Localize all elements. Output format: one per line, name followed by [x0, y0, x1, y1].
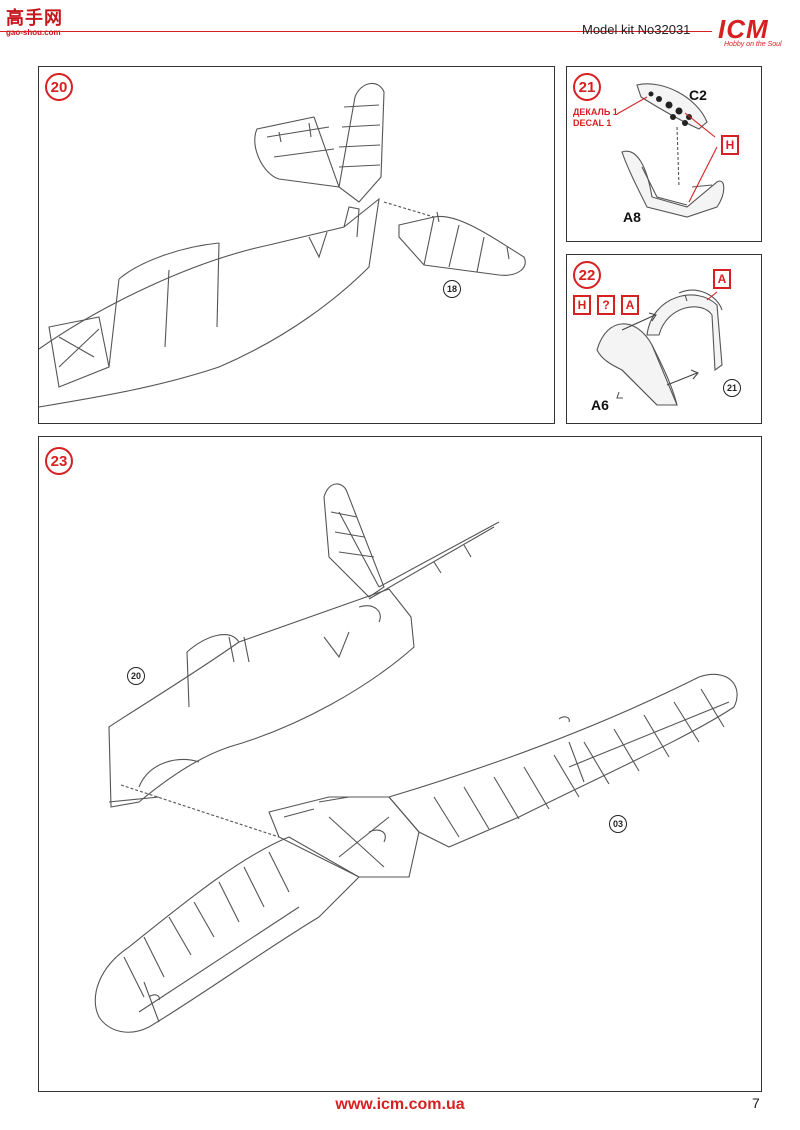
header-title: Model kit No32031	[582, 22, 691, 37]
header-rule	[0, 31, 712, 32]
step-20-drawing	[38, 83, 526, 408]
step-23-ref-20: 20	[127, 667, 145, 685]
step-22-tag-h: H	[573, 295, 591, 315]
step-23-drawing	[94, 483, 738, 1033]
step-22-ref-21: 21	[723, 379, 741, 397]
step-22-tag-question: ?	[597, 295, 615, 315]
step-23-number: 23	[45, 447, 73, 475]
page-number: 7	[752, 1095, 760, 1111]
step-20-ref-18: 18	[443, 280, 461, 298]
step-21-panel: 21 C2 ДЕКАЛЬ 1 DECAL 1 H A8	[566, 66, 762, 242]
step-22-panel: 22 A H ? A A6 21	[566, 254, 762, 424]
step-22-number: 22	[573, 261, 601, 289]
step-22-drawing	[596, 289, 723, 406]
step-21-decal-ru: ДЕКАЛЬ 1	[573, 107, 618, 117]
footer-url[interactable]: www.icm.com.ua	[335, 1096, 465, 1113]
step-20-panel: 20 18	[38, 66, 555, 424]
step-20-number: 20	[45, 73, 73, 101]
step-21-part-c2: C2	[689, 87, 707, 103]
watermark-logo: 高手网 gao-shou.com	[6, 4, 76, 37]
step-21-part-a8: A8	[623, 209, 641, 225]
step-23-panel: 23 20 03	[38, 436, 762, 1092]
step-23-ref-03: 03	[609, 815, 627, 833]
watermark-sub: gao-shou.com	[6, 28, 61, 37]
step-21-decal-en: DECAL 1	[573, 118, 612, 128]
step-21-drawing	[616, 83, 725, 218]
step-22-tag-a-left: A	[621, 295, 639, 315]
brand-name: ICM	[718, 14, 769, 44]
step-22-part-a6: A6	[591, 397, 609, 413]
brand-logo: ICM Hobby on the Soul	[718, 14, 788, 58]
watermark-text: 高手网	[6, 8, 63, 28]
step-22-tag-a-right: A	[713, 269, 731, 289]
step-21-number: 21	[573, 73, 601, 101]
step-21-tag-h: H	[721, 135, 739, 155]
brand-slogan: Hobby on the Soul	[724, 41, 782, 48]
